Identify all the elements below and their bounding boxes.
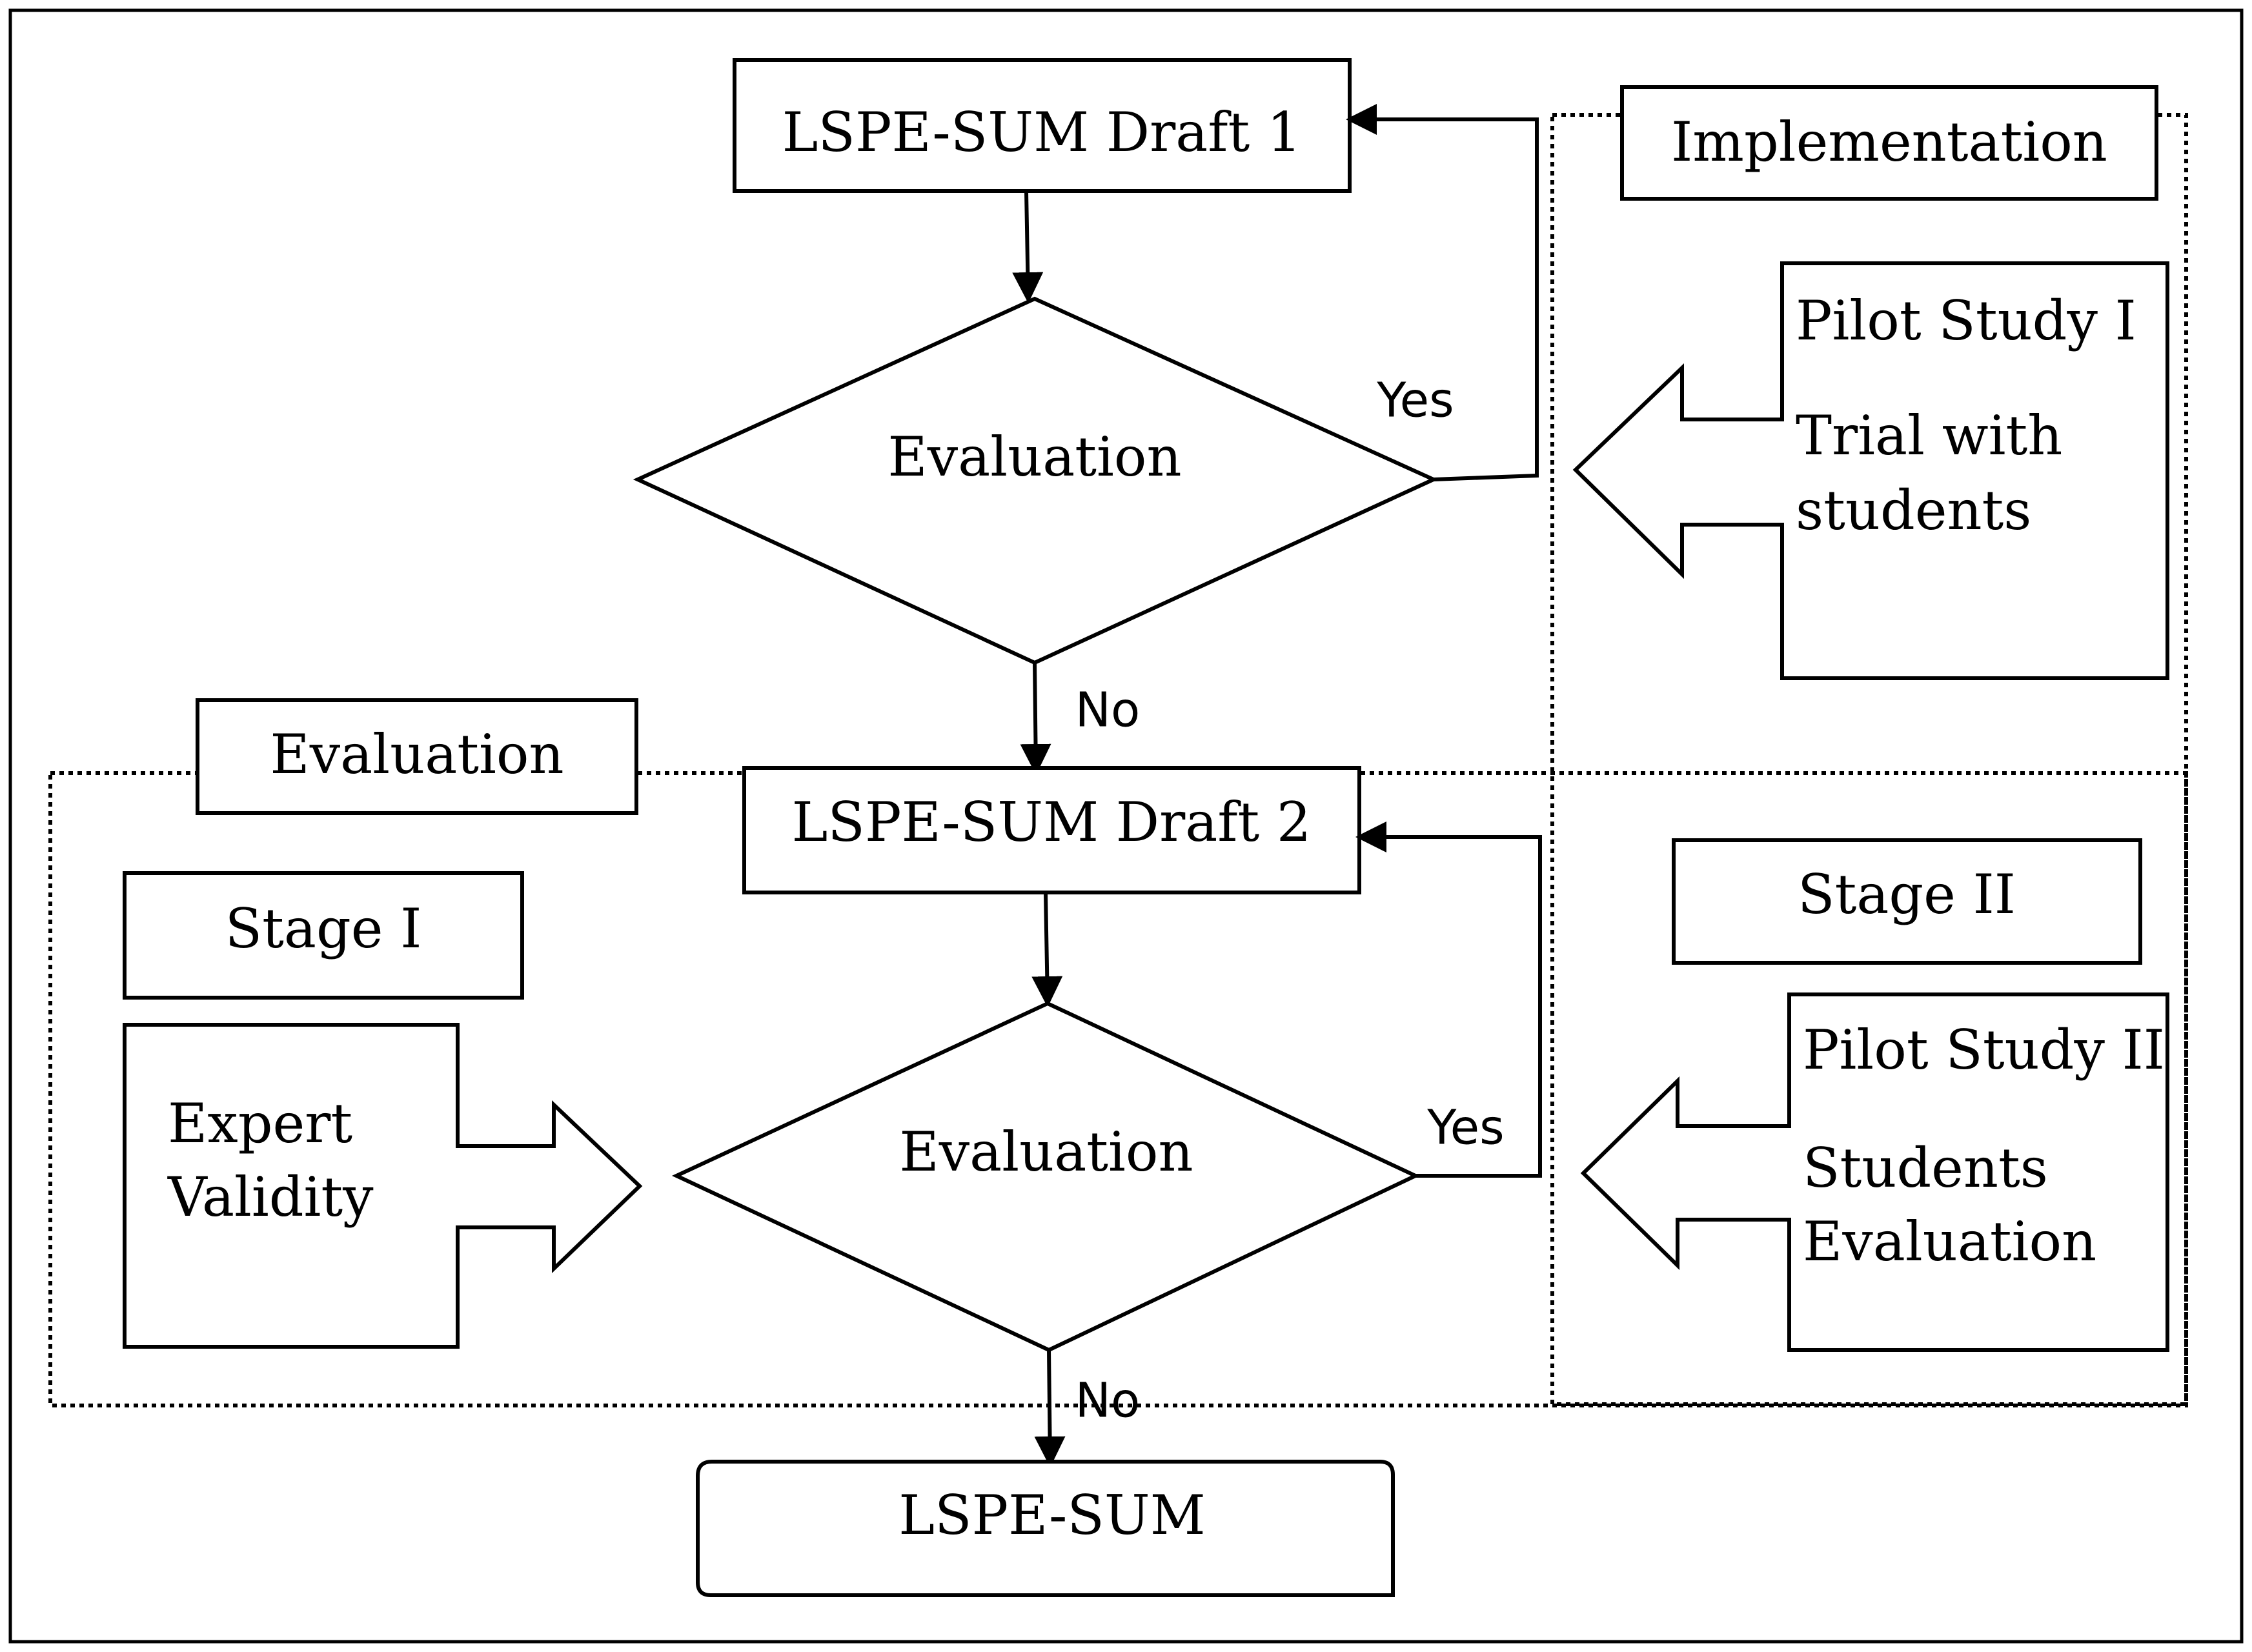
evaluation-title-box [196, 698, 638, 815]
pilot2-line1: Students [1803, 1136, 2048, 1200]
arrow-draft1-to-decision1 [1012, 190, 1044, 303]
evaluation-title: Evaluation [270, 723, 563, 786]
implementation-title-box [1620, 85, 2158, 201]
expert-callout [123, 1023, 643, 1349]
expert-line1: Expert [168, 1092, 352, 1155]
final-label: LSPE-SUM [898, 1484, 1205, 1547]
pilot1-callout [1572, 261, 2169, 680]
draft1-box [733, 58, 1352, 193]
pilot1-line2: students [1796, 479, 2031, 542]
arrow-decision1-to-draft2 [1020, 662, 1051, 775]
decision2-label: Evaluation [899, 1120, 1193, 1184]
stage1-label: Stage I [225, 897, 422, 960]
stage2-box [1672, 838, 2142, 965]
pilot1-line1: Trial with [1796, 404, 2062, 467]
no1-label: No [1075, 683, 1141, 738]
pilot2-callout [1580, 992, 2169, 1352]
no2-label: No [1075, 1373, 1141, 1429]
final-box [696, 1460, 1395, 1597]
stage1-box [123, 871, 524, 1000]
draft1-label: LSPE-SUM Draft 1 [782, 101, 1302, 164]
pilot1-title: Pilot Study I [1796, 289, 2136, 352]
yes1-label: Yes [1376, 373, 1454, 428]
yes2-loop-connector [1355, 821, 1542, 1178]
stage2-label: Stage II [1798, 863, 2016, 926]
decision1-label: Evaluation [888, 425, 1181, 489]
arrow-decision2-to-final [1034, 1349, 1066, 1467]
yes1-loop-connector [1346, 104, 1539, 481]
implementation-title: Implementation [1671, 110, 2107, 174]
arrow-draft2-to-decision2 [1031, 892, 1063, 1007]
pilot2-line2: Evaluation [1803, 1210, 2096, 1273]
pilot2-title: Pilot Study II [1803, 1018, 2165, 1082]
yes2-label: Yes [1426, 1100, 1504, 1156]
outer-frame [8, 8, 2244, 1644]
draft2-label: LSPE-SUM Draft 2 [792, 791, 1312, 854]
expert-line2: Validity [167, 1165, 374, 1229]
